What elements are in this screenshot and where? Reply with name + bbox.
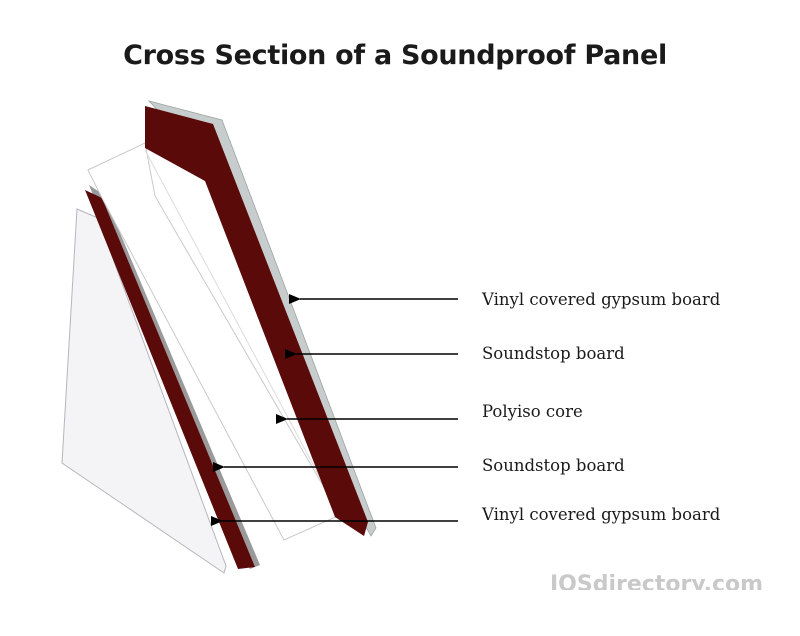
back-gypsum-face [61,208,227,574]
polyiso-core-edge [144,149,341,516]
diagram-title: Cross Section of a Soundproof Panel [123,40,667,71]
left-soundstop-board [85,190,255,569]
label-polyiso-core: Polyiso core [482,402,583,421]
front-soundstop-board [145,106,368,536]
label-soundstop-top: Soundstop board [482,344,625,363]
label-vinyl-gypsum-top: Vinyl covered gypsum board [482,290,721,309]
label-soundstop-bottom: Soundstop board [482,456,625,475]
label-vinyl-gypsum-bottom: Vinyl covered gypsum board [482,505,721,524]
site-watermark: IQSdirectory.com [550,572,764,590]
